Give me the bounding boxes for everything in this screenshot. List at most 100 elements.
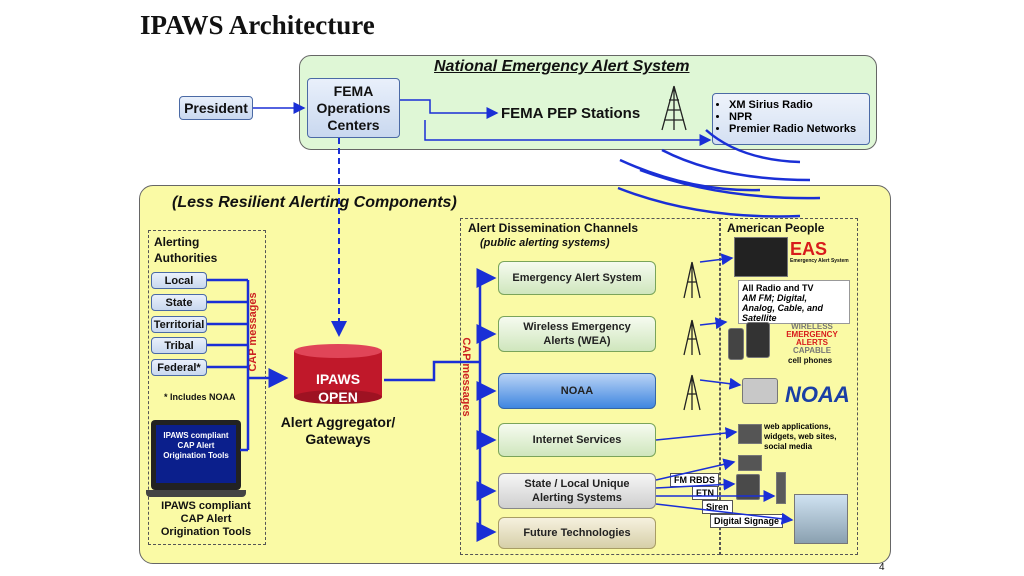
wea-logo: WIRELESS EMERGENCY ALERTS CAPABLE	[772, 323, 852, 355]
national-eas-title: National Emergency Alert System	[434, 58, 690, 75]
radio-item: NPR	[729, 111, 865, 123]
radio-tv-line: AM FM; Digital,	[742, 293, 807, 303]
people-frame	[720, 218, 858, 555]
tower-icon	[683, 374, 701, 411]
cell-phones-label: cell phones	[788, 356, 833, 365]
link-eas-tv	[699, 253, 734, 266]
wea-logo-line: ALERTS	[796, 338, 828, 347]
ipaws-label-line: IPAWS	[315, 371, 361, 387]
link-signage	[655, 503, 794, 525]
channel-future: Future Technologies	[498, 517, 656, 549]
laptop-line: CAP Alert	[177, 441, 215, 450]
arrow-fema-radio	[424, 120, 712, 146]
people-title: American People	[727, 221, 825, 235]
caption-line: IPAWS compliant	[161, 500, 251, 512]
web-apps-line: web applications,	[764, 422, 831, 431]
fema-ops-box: FEMA Operations Centers	[307, 78, 400, 138]
laptop-screen: IPAWS compliant CAP Alert Origination To…	[156, 425, 236, 483]
caption-line: CAP Alert	[180, 513, 232, 525]
authorities-title-line: Authorities	[154, 251, 218, 265]
channel-internet: Internet Services	[498, 423, 656, 457]
phone-icon	[746, 322, 770, 358]
ipaws-caption: Alert Aggregator/ Gateways	[268, 414, 408, 448]
eas-logo-sub: Emergency Alert System	[790, 258, 849, 264]
authorities-title: Alerting Authorities	[154, 234, 217, 266]
channel-state-local: State / Local Unique Alerting Systems	[498, 473, 656, 509]
fema-ops-line-3: Centers	[327, 116, 380, 133]
president-box: President	[179, 96, 253, 120]
authority-territorial: Territorial	[151, 316, 207, 333]
authority-federal: Federal*	[151, 359, 207, 376]
link-noaa-radio	[699, 377, 742, 390]
radio-item: XM Sirius Radio	[729, 99, 865, 111]
ipaws-cylinder-svg	[294, 344, 382, 404]
tower-icons	[661, 85, 701, 411]
page-number: 4	[879, 562, 885, 573]
link-ipaws-bus	[384, 360, 480, 382]
caption-line: Origination Tools	[160, 526, 252, 538]
tower-icon	[661, 85, 687, 131]
page-title: IPAWS Architecture	[140, 10, 375, 40]
laptop-caption: IPAWS compliant CAP Alert Origination To…	[150, 500, 262, 539]
channels-subtitle: (public alerting systems)	[480, 237, 610, 249]
fema-ops-line-1: FEMA	[333, 82, 374, 99]
channel-eas: Emergency Alert System	[498, 261, 656, 295]
radio-tv-box: All Radio and TV AM FM; Digital, Analog,…	[738, 280, 850, 324]
pep-label: FEMA PEP Stations	[501, 105, 641, 122]
wave-arc	[639, 168, 821, 200]
phone-icon	[728, 328, 744, 360]
tv-image	[734, 237, 788, 277]
radio-tv-line: Analog, Cable, and	[742, 303, 824, 313]
wave-arc	[661, 148, 811, 182]
radio-tv-line: All Radio and TV	[742, 283, 814, 293]
link-internet-web	[655, 427, 738, 441]
radio-icon	[738, 455, 762, 471]
channel-links	[384, 268, 497, 542]
link-wea-phone	[699, 317, 728, 330]
ipaws-label-line: OPEN	[318, 389, 358, 405]
ipaws-open-cylinder	[292, 343, 384, 405]
link-etn	[655, 478, 736, 491]
channels-title: Alert Dissemination Channels	[468, 221, 639, 235]
less-resilient-title: (Less Resilient Alerting Components)	[172, 194, 457, 211]
radio-item: Premier Radio Networks	[729, 123, 865, 135]
wea-logo-line: EMERGENCY	[786, 330, 838, 339]
channel-wea: Wireless Emergency Alerts (WEA)	[498, 316, 656, 352]
wave-arc	[617, 186, 801, 218]
noaa-logo: NOAA	[785, 382, 850, 407]
tower-icon	[683, 319, 701, 356]
digital-signage-image	[794, 494, 848, 544]
web-apps-line: social media	[764, 442, 813, 451]
ipaws-caption-line: Gateways	[305, 431, 371, 447]
authority-state: State	[151, 294, 207, 311]
authorities-frame	[148, 230, 266, 545]
weather-radio-icon	[742, 378, 778, 404]
channel-noaa: NOAA	[498, 373, 656, 409]
broadcast-waves	[617, 129, 821, 218]
people-links	[655, 253, 794, 525]
arrow-fema-pep	[400, 99, 499, 119]
monitor-icon	[738, 424, 762, 444]
radio-list-box: XM Sirius Radio NPR Premier Radio Networ…	[712, 93, 870, 145]
authorities-title-line: Alerting	[154, 235, 200, 249]
authority-local: Local	[151, 272, 207, 289]
eas-logo: EAS	[790, 239, 828, 259]
laptop-line: IPAWS compliant	[163, 431, 229, 440]
wea-logo-line: CAPABLE	[792, 346, 832, 355]
wea-logo-line: WIRELESS	[791, 322, 833, 331]
laptop-line: Origination Tools	[163, 451, 229, 460]
wave-arc	[705, 129, 801, 164]
radio-tv-line: Satellite	[742, 313, 777, 323]
siren-icon	[776, 472, 786, 504]
ipaws-label: IPAWS OPEN	[292, 370, 384, 406]
fema-ops-line-2: Operations	[316, 99, 391, 116]
web-apps-label: web applications, widgets, web sites, so…	[764, 422, 836, 452]
authority-links	[207, 278, 289, 452]
web-apps-line: widgets, web sites,	[764, 432, 837, 441]
link-fm	[655, 458, 736, 481]
ipaws-caption-line: Alert Aggregator/	[280, 414, 396, 430]
authority-tribal: Tribal	[151, 337, 207, 354]
tower-icon	[683, 261, 701, 299]
channels-frame	[460, 218, 720, 555]
